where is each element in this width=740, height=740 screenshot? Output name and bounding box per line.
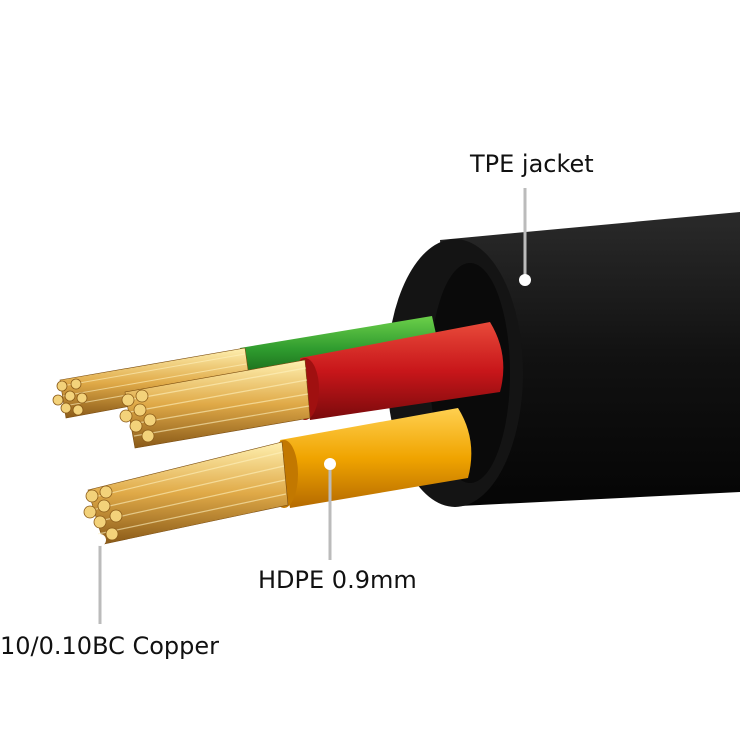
yellow-wire (83, 408, 472, 545)
label-copper-conductor: 10/0.10BC Copper (0, 632, 220, 660)
leader-jacket (519, 188, 531, 286)
leader-conductor (94, 534, 106, 624)
red-wire (119, 322, 504, 449)
leader-insulation (324, 458, 336, 560)
label-tpe-jacket: TPE jacket (470, 150, 594, 178)
label-hdpe-insulation: HDPE 0.9mm (258, 566, 417, 594)
